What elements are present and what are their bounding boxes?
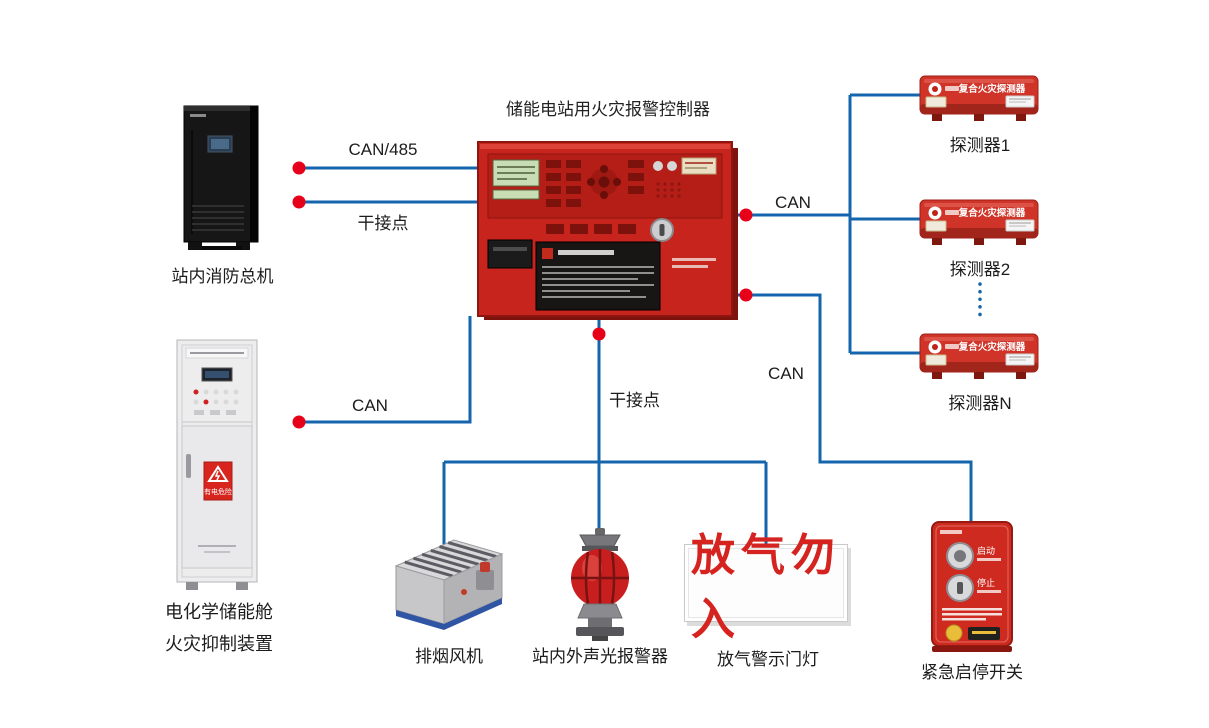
fan-motor [476,570,494,590]
detectorN-label: 探测器N [948,394,1012,413]
beacon-label: 站内外声光报警器 [532,647,668,666]
printer-door [487,239,533,269]
switch-instructions-text [942,608,1002,621]
fire-main-cabinet-image [178,102,268,254]
electric-warning-sign-icon: 有电危险 [203,461,233,501]
link-label-can485: CAN/485 [348,140,418,159]
link-label-can-right-top: CAN [775,193,811,212]
panel-small-text [672,258,716,268]
cabinet-screen [207,135,233,153]
speaker-grille [656,182,681,198]
detector1-label: 探测器1 [949,136,1011,155]
detector-module-1: 复合火灾探测器 [918,70,1042,126]
detector-module-text: 复合火灾探测器 [958,83,1026,95]
door-light-sign: 放气勿入 [684,531,848,644]
junction-dot [739,208,753,222]
beacon-dome [571,549,629,607]
switch-brand [945,624,1000,642]
start-button-label: 启动 [977,545,995,556]
junction-dot [292,161,306,175]
indicator-lights [193,389,239,415]
suppression-display [201,367,233,382]
wire-can-left [299,316,472,424]
suppression-cabinet-image: 有电危险 [174,338,262,592]
emergency-switch-image: 启动 停止 [926,520,1018,654]
emergency-switch-label: 紧急启停开关 [921,663,1023,682]
stop-key-switch [946,574,974,602]
wire-can-right-bottom [738,293,973,526]
link-label-can-left: CAN [352,396,388,415]
detector-feet [932,114,1026,121]
door-handle [186,454,191,478]
beacon-base [576,603,624,641]
detector-module-text: 复合火灾探测器 [958,341,1026,353]
junction-dot [292,195,306,209]
link-label-dry-contact-bottom: 干接点 [609,391,660,410]
dpad-buttons [587,165,621,199]
fan-base [396,598,502,630]
junction-dot [592,327,606,341]
junction-dots [292,161,753,429]
detector-feet [932,238,1026,245]
junction-dot [292,415,306,429]
cabinet-vents [192,205,244,231]
beacon-image [558,526,642,642]
cabinet-feet [188,242,250,250]
button-grid [546,160,581,207]
keylock-icon [650,218,674,242]
link-label-can-right-bottom: CAN [768,364,804,383]
fan-label: 排烟风机 [415,647,483,666]
controller-title: 储能电站用火灾报警控制器 [506,100,710,119]
switch-base [932,646,1012,652]
spec-plate [535,241,661,311]
controller-panel-image [476,138,740,324]
detector-model-label [1005,219,1035,232]
detector-logo-icon [928,206,942,220]
detector-module-2: 复合火灾探测器 [918,194,1042,250]
link-label-dry-contact-left: 干接点 [357,214,409,233]
detector2-label: 探测器2 [949,260,1011,279]
controller-control-area [487,153,723,219]
indicator-light [667,161,677,171]
detector-model-label [1005,353,1035,366]
electric-warning-text: 有电危险 [204,487,232,496]
lcd-screen [492,159,540,200]
door-light-label: 放气警示门灯 [717,650,819,669]
indicator-light [653,161,663,171]
detector-model-label [1005,95,1035,108]
start-button [946,542,974,570]
detector-feet [932,372,1026,379]
beacon-cap [579,528,621,551]
side-buttons [628,160,644,194]
suppression-feet [186,582,248,590]
detector-logo-icon [928,340,942,354]
detector-module-text: 复合火灾探测器 [958,207,1026,219]
suppression-label-line1: 电化学储能舱 [165,602,273,622]
detector-logo-icon [928,82,942,96]
suppression-label-line2: 火灾抑制装置 [165,634,273,654]
warning-sticker [681,157,717,175]
beacon-cage [571,549,629,607]
door-sign-text: 放气勿入 [691,531,841,644]
junction-dot [739,288,753,302]
cabinet-body [183,105,259,243]
door-bottom-text [198,545,236,553]
detector-module-n: 复合火灾探测器 [918,328,1042,384]
function-button-row [546,224,636,234]
stop-button-label: 停止 [977,577,995,588]
exhaust-fan-image [390,532,508,642]
fire-main-label: 站内消防总机 [171,267,274,286]
